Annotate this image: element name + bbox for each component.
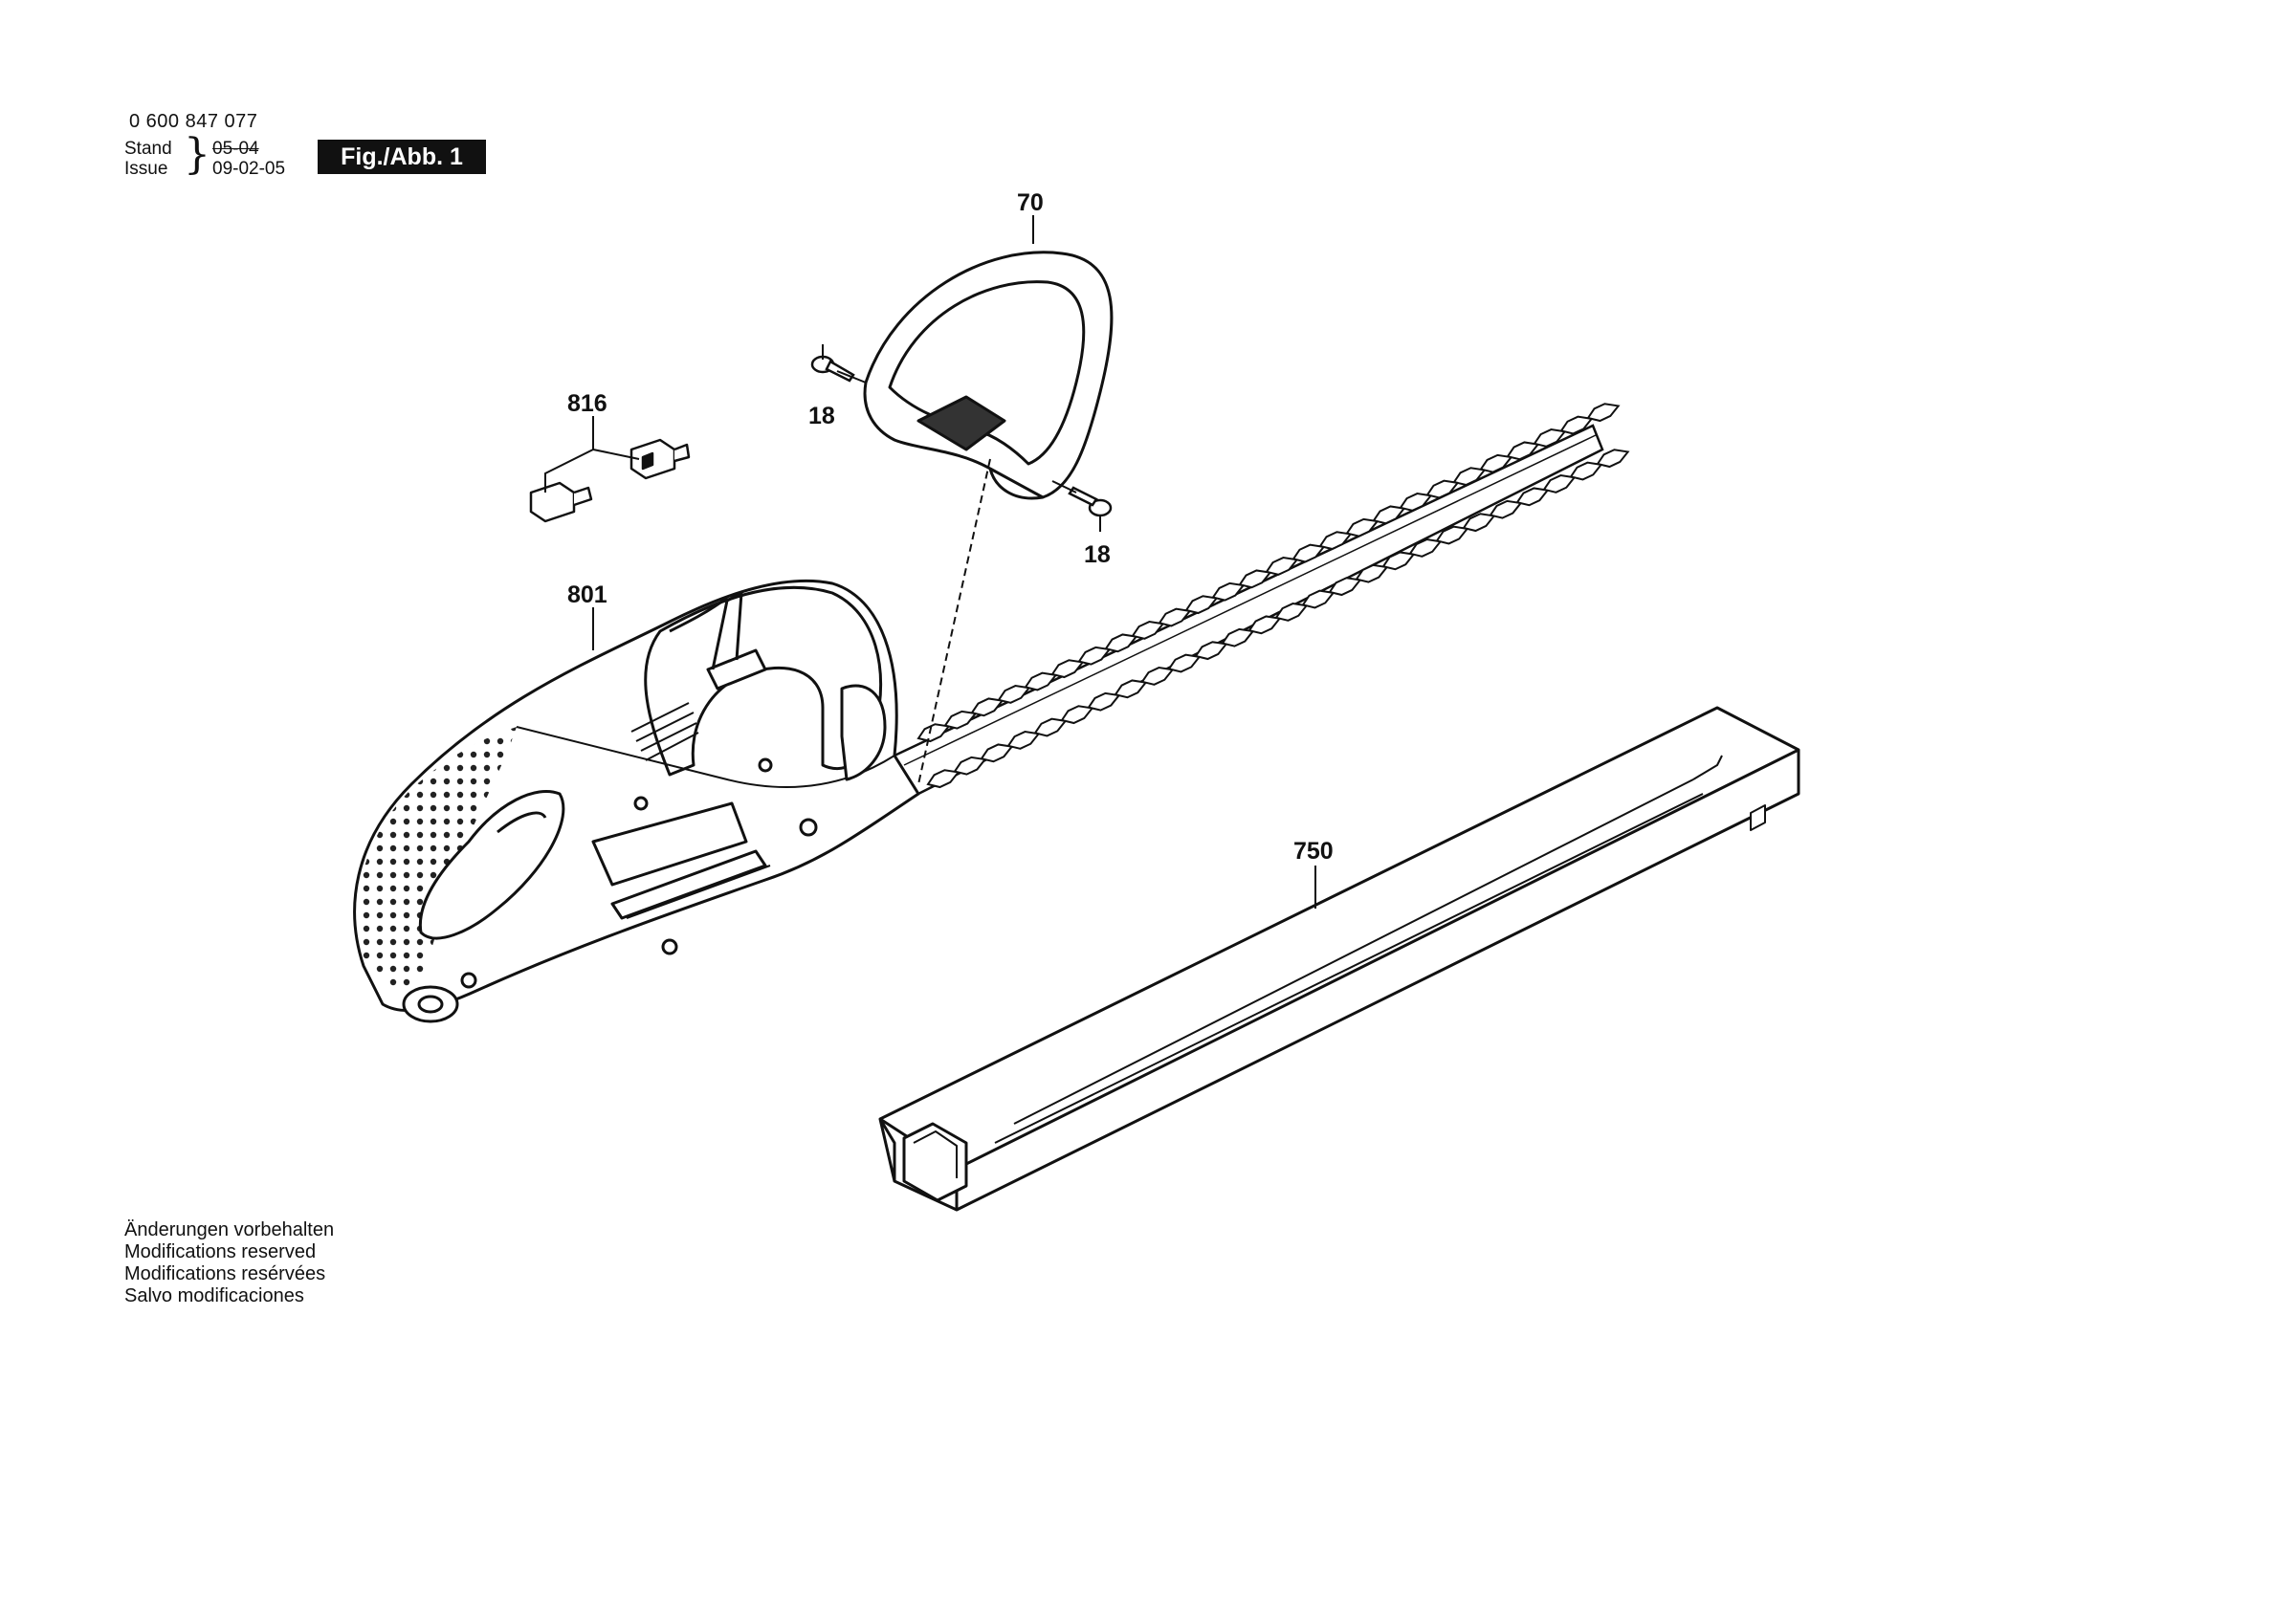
- brace-symbol: }: [184, 130, 210, 179]
- callout-blade-cover: 750: [1293, 838, 1334, 865]
- callout-brushes: 816: [567, 390, 607, 417]
- callout-housing: 801: [567, 581, 607, 608]
- figure-badge: Fig./Abb. 1: [318, 140, 486, 174]
- leader-lines: [544, 215, 1316, 909]
- disclaimer-line: Modifications resérvées: [124, 1263, 326, 1284]
- callout-guard: 70: [1017, 189, 1044, 216]
- issue-label: Issue: [124, 159, 168, 179]
- disclaimer-block: Änderungen vorbehalten Modifications res…: [124, 1219, 334, 1307]
- part-number: 0 600 847 077: [129, 111, 258, 132]
- stand-label: Stand: [124, 139, 172, 159]
- blade-cover-part: [878, 706, 1800, 1212]
- hand-guard-part: [863, 251, 1114, 500]
- disclaimer-line: Änderungen vorbehalten: [124, 1219, 335, 1240]
- carbon-brushes-part: [529, 438, 691, 523]
- callout-screw-top: 18: [808, 403, 835, 429]
- callout-screw-bottom: 18: [1084, 541, 1111, 568]
- disclaimer-line: Modifications reserved: [124, 1241, 317, 1262]
- issue-date: 09-02-05: [212, 159, 286, 179]
- housing-part: [353, 579, 920, 1023]
- disclaimer-line: Salvo modificaciones: [124, 1285, 304, 1306]
- stand-date: 05-04: [212, 139, 259, 159]
- screw-top-part: [810, 355, 855, 383]
